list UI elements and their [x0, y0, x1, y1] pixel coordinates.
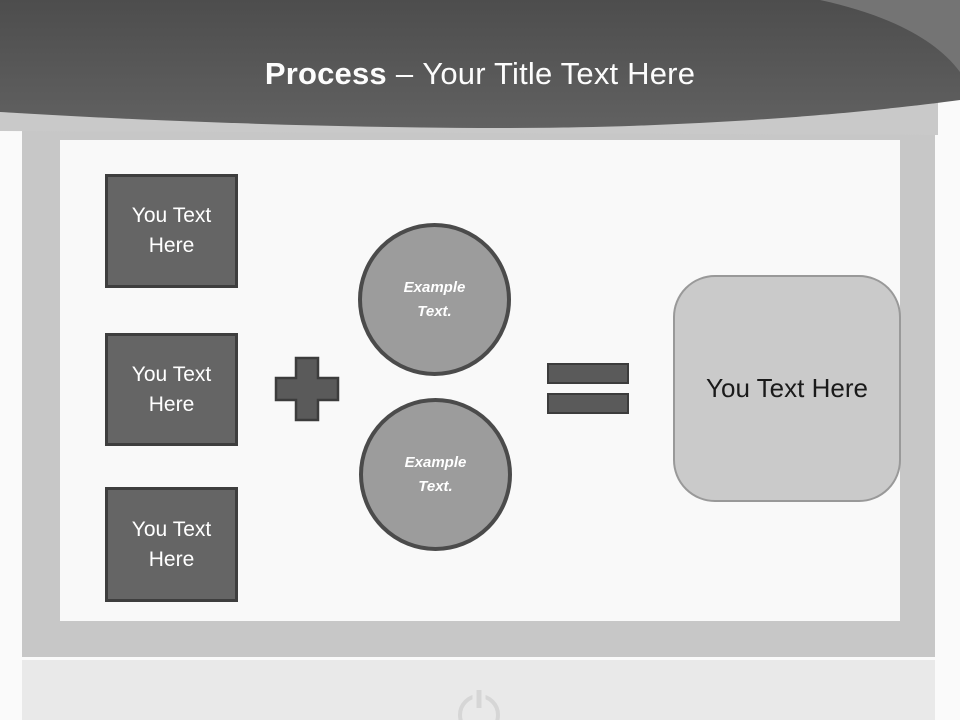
power-icon	[457, 690, 500, 720]
power-icon-bar	[472, 690, 485, 708]
slide-title-separator: –	[395, 56, 414, 91]
header-wave	[0, 0, 960, 135]
slide-title[interactable]: Process–Your Title Text Here	[0, 56, 960, 92]
header-swoosh	[0, 101, 938, 135]
result-box[interactable]: You Text Here	[673, 275, 901, 502]
example-circle-2[interactable]: Example Text.	[359, 398, 512, 551]
plus-icon	[274, 356, 340, 422]
example-circle-1-label: Example Text.	[403, 278, 466, 320]
equals-icon-top-bar	[547, 363, 629, 384]
header-dark-shape	[0, 0, 960, 129]
monitor-stand	[22, 660, 935, 720]
input-box-3[interactable]: You Text Here	[105, 487, 238, 602]
result-box-label: You Text Here	[706, 373, 868, 403]
slide-title-keyword: Process	[264, 56, 387, 91]
input-box-3-label: You Text Here	[131, 517, 212, 571]
example-circle-2-label: Example Text.	[404, 453, 467, 495]
slide-title-text: Your Title Text Here	[422, 56, 696, 91]
input-box-1-label: You Text Here	[131, 204, 212, 257]
input-box-2-label: You Text Here	[131, 362, 212, 416]
input-box-1[interactable]: You Text Here	[105, 174, 238, 288]
input-box-2[interactable]: You Text Here	[105, 333, 238, 446]
equals-icon-bottom-bar	[547, 393, 629, 414]
example-circle-1[interactable]: Example Text.	[358, 223, 511, 376]
